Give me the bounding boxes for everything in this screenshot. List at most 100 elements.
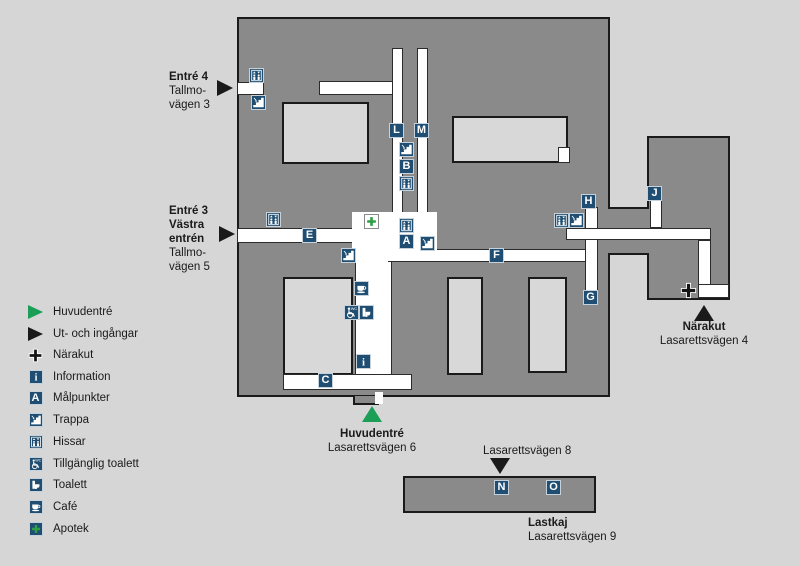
svg-text:WC: WC [35, 459, 41, 463]
map-label-line: Lasarettsvägen 6 [327, 442, 417, 454]
legend-label: Målpunkter [53, 392, 110, 404]
letter-marker-h: H [581, 194, 596, 209]
entrance-3-triangle-icon [219, 226, 235, 242]
map-label-line: Närakut [682, 321, 726, 333]
toilet-icon [28, 478, 43, 492]
letter-marker-n: N [494, 480, 509, 495]
letter-marker-e: E [302, 228, 317, 243]
map-label-line: vägen 3 [169, 99, 210, 111]
corridor-top [319, 81, 395, 95]
info-icon: i [28, 370, 43, 385]
letter-marker-j: J [647, 186, 662, 201]
letter-marker-b: B [399, 159, 414, 174]
legend-item-huvudentr-: Huvudentré [28, 304, 112, 320]
letter-marker-a: A [28, 391, 43, 405]
toilet-icon [28, 478, 43, 493]
map-label-line: entrén [169, 233, 205, 245]
elevator-icon [399, 176, 414, 191]
main-entrance-triangle-icon [362, 406, 382, 422]
legend-label: Hissar [53, 436, 86, 448]
main-entrance-door [375, 392, 383, 404]
cafe-icon [28, 500, 43, 515]
main-entrance-triangle-icon [28, 305, 43, 320]
corridor-j [650, 200, 662, 228]
letter-marker-c: C [318, 373, 333, 388]
legend-item-information: i Information [28, 369, 111, 385]
corridor-junction [651, 229, 661, 239]
cafe-icon [354, 281, 369, 296]
green-triangle-icon [28, 305, 43, 319]
elevator-icon [266, 212, 281, 227]
map-label-line: Entré 3 [169, 205, 208, 217]
corridor-junction [699, 229, 710, 239]
legend-item-hissar: Hissar [28, 434, 86, 450]
svg-text:WC: WC [351, 306, 358, 311]
corridor-east [566, 228, 711, 240]
elevator-icon [249, 68, 264, 83]
map-label-lasarettsvagen-8: Lasarettsvägen 8 [483, 444, 571, 458]
map-label-line: Tallmo- [169, 85, 207, 97]
corridor-c [283, 374, 412, 390]
legend-item-tillg-nglig-toalett: WC Tillgänglig toalett [28, 456, 139, 472]
legend-label: Information [53, 371, 111, 383]
letter-marker-a: A [399, 234, 414, 249]
accessible-toilet-icon: WC [344, 305, 359, 320]
corridor-junction [586, 250, 597, 261]
courtyard [447, 277, 483, 375]
stairs-icon [569, 213, 584, 228]
legend-label: Café [53, 501, 78, 513]
corridor-junction [356, 375, 390, 389]
narakut-entrance-triangle-icon [694, 305, 714, 321]
accessible-toilet-icon: WC [28, 457, 43, 472]
legend-item-n-rakut: Närakut [28, 347, 93, 363]
map-label-line: Lasarettsvägen 9 [528, 531, 617, 543]
map-label-line: Tallmo- [169, 247, 207, 259]
courtyard [528, 277, 567, 373]
cafe-icon [28, 500, 43, 514]
svg-text:i: i [362, 356, 365, 368]
letter-marker-l: L [389, 123, 404, 138]
stairs-icon [399, 142, 414, 157]
courtyard [452, 116, 568, 163]
pharmacy-icon [28, 522, 43, 536]
map-label-line: Lasarettsvägen 8 [483, 445, 572, 457]
legend-item-toalett: Toalett [28, 477, 87, 493]
stairs-icon [341, 248, 356, 263]
legend-label: Ut- och ingångar [53, 328, 139, 340]
legend-item-apotek: Apotek [28, 521, 89, 537]
corridor-e [237, 228, 356, 243]
stairs-icon [420, 236, 435, 251]
pharmacy-icon [364, 214, 379, 229]
map-label-line: Huvudentré [340, 428, 404, 440]
elevator-icon [554, 213, 569, 228]
info-icon: i [28, 370, 43, 384]
corridor-entrance-4 [237, 82, 264, 95]
stairs-icon [28, 413, 43, 428]
corridor-h-g [585, 207, 598, 291]
legend-item-m-lpunkter: A Målpunkter [28, 390, 110, 406]
map-label-line: Lastkaj [528, 517, 568, 529]
stairs-icon [251, 95, 266, 110]
legend-label: Toalett [53, 479, 87, 491]
letter-marker-o: O [546, 480, 561, 495]
elevator-icon [28, 435, 43, 449]
letter-marker-g: G [583, 290, 598, 305]
legend-item-ut-och-ing-ngar: Ut- och ingångar [28, 326, 138, 342]
legend-item-caf-: Café [28, 499, 77, 515]
legend-item-trappa: Trappa [28, 412, 89, 428]
map-label-line: Entré 4 [169, 71, 208, 83]
emergency-cross-icon [28, 348, 43, 363]
letter-marker-m: M [414, 123, 429, 138]
map-label-line: Lasarettsvägen 4 [659, 335, 749, 347]
entrance-triangle-icon [28, 327, 43, 342]
emergency-cross-icon [680, 282, 697, 299]
courtyard [283, 277, 353, 375]
legend-label: Närakut [53, 349, 94, 361]
courtyard [282, 102, 369, 164]
svg-text:i: i [34, 373, 37, 383]
toilet-icon [359, 305, 374, 320]
